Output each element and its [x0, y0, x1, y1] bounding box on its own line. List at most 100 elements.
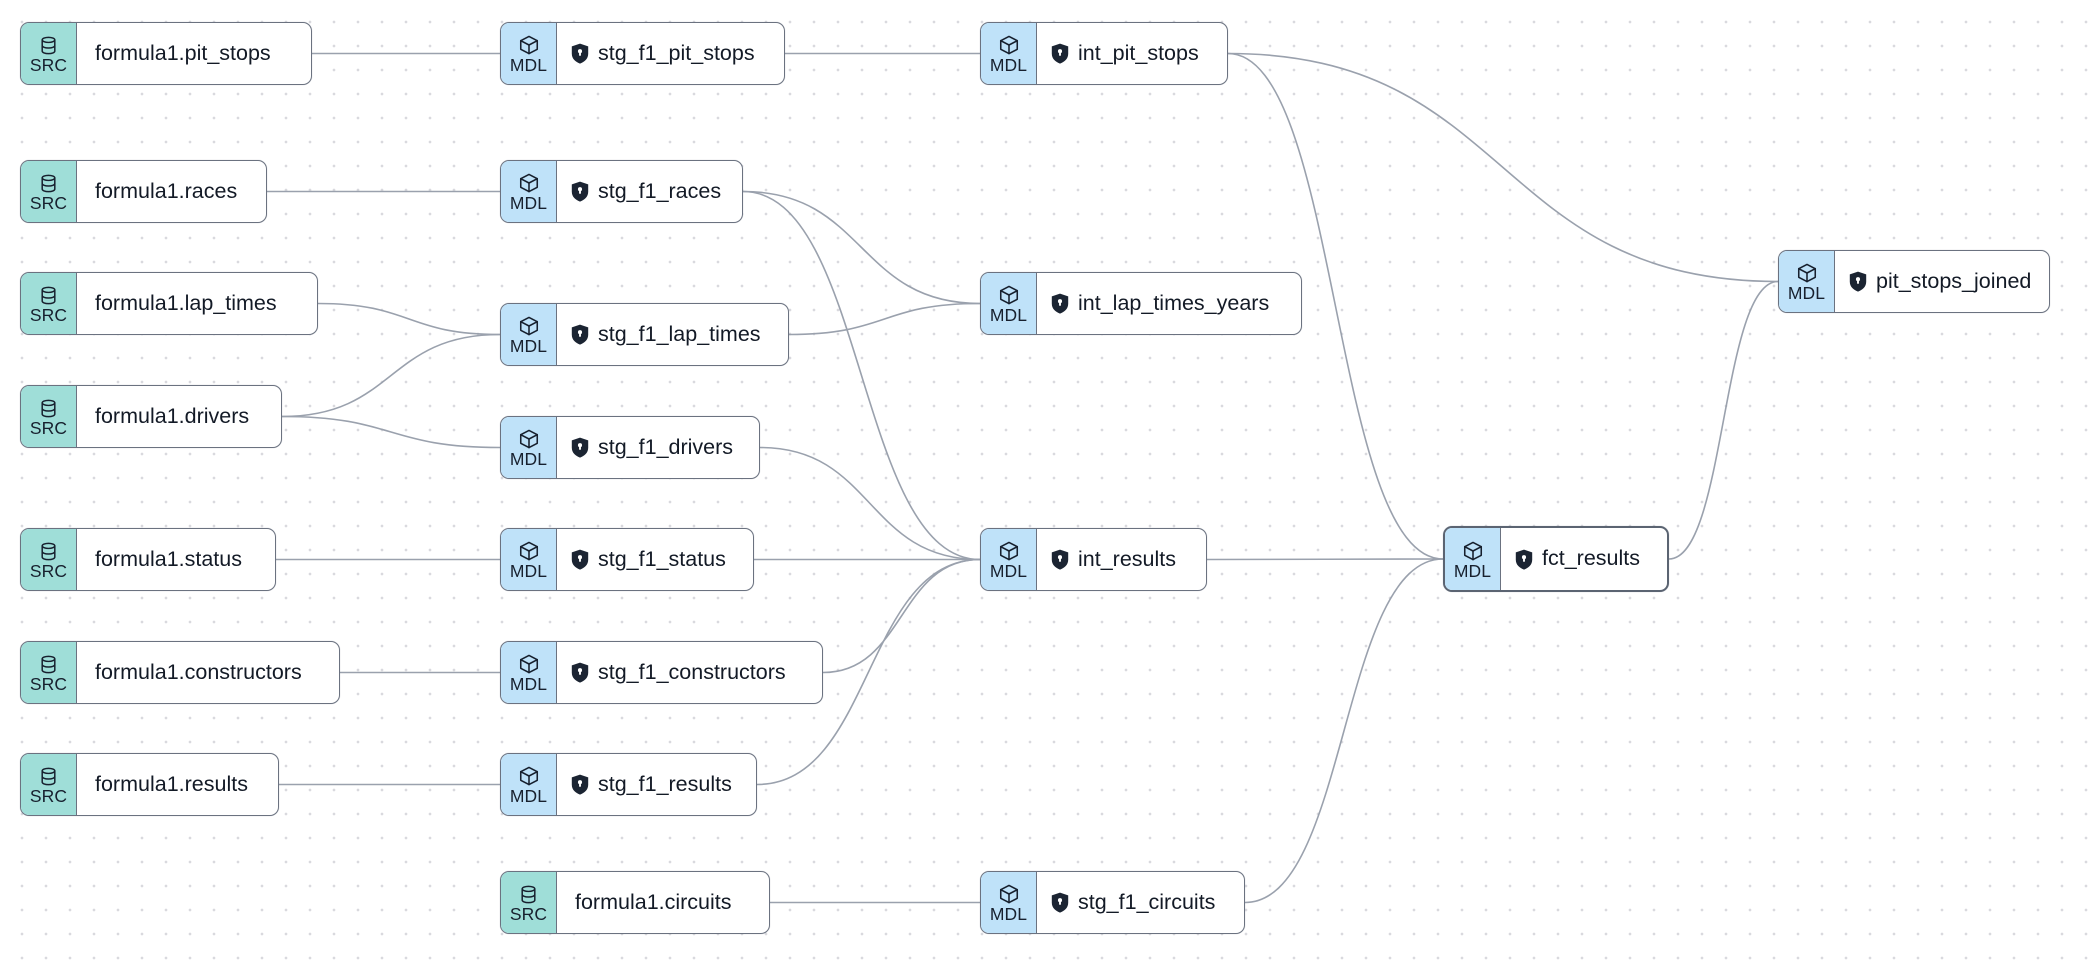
cube-icon: [519, 429, 538, 449]
node-body: stg_f1_drivers: [557, 417, 759, 478]
badge-label: SRC: [509, 903, 548, 924]
node-body: fct_results: [1501, 528, 1667, 590]
shield-lock-icon: [571, 662, 589, 683]
node-body: formula1.pit_stops: [77, 23, 311, 84]
cube-icon: [519, 654, 538, 674]
graph-node-stg_pit_stops[interactable]: MDL stg_f1_pit_stops: [500, 22, 785, 85]
model-badge: MDL: [501, 417, 557, 478]
node-body: int_lap_times_years: [1037, 273, 1301, 334]
node-body: formula1.races: [77, 161, 266, 222]
graph-node-src_status[interactable]: SRC formula1.status: [20, 528, 276, 591]
graph-node-src_circuits[interactable]: SRC formula1.circuits: [500, 871, 770, 934]
node-body: formula1.results: [77, 754, 278, 815]
node-label: stg_f1_races: [598, 178, 722, 203]
model-badge: MDL: [981, 23, 1037, 84]
database-cylinder-icon: [521, 885, 536, 904]
node-label: int_results: [1078, 546, 1176, 571]
node-label: int_pit_stops: [1078, 40, 1199, 65]
graph-node-src_constructors[interactable]: SRC formula1.constructors: [20, 641, 340, 704]
model-badge: MDL: [981, 529, 1037, 590]
node-label: formula1.constructors: [95, 659, 302, 684]
graph-edge-src_drivers-to-stg_drivers: [281, 415, 501, 449]
node-label: stg_f1_constructors: [598, 659, 786, 684]
badge-label: MDL: [509, 336, 548, 357]
cube-icon: [519, 173, 538, 193]
model-badge: MDL: [501, 529, 557, 590]
source-badge: SRC: [21, 529, 77, 590]
node-body: stg_f1_status: [557, 529, 753, 590]
shield-lock-icon: [1051, 892, 1069, 913]
node-body: stg_f1_lap_times: [557, 304, 788, 365]
graph-node-stg_results[interactable]: MDL stg_f1_results: [500, 753, 757, 816]
database-cylinder-icon: [41, 655, 56, 674]
node-body: stg_f1_results: [557, 754, 756, 815]
badge-label: MDL: [1787, 283, 1826, 304]
model-badge: MDL: [501, 304, 557, 365]
node-label: formula1.circuits: [575, 889, 732, 914]
model-badge: MDL: [501, 754, 557, 815]
graph-node-stg_circuits[interactable]: MDL stg_f1_circuits: [980, 871, 1245, 934]
model-badge: MDL: [1445, 528, 1501, 590]
node-label: formula1.races: [95, 178, 238, 203]
model-badge: MDL: [501, 23, 557, 84]
shield-lock-icon: [1051, 293, 1069, 314]
node-label: stg_f1_lap_times: [598, 321, 761, 346]
graph-node-src_drivers[interactable]: SRC formula1.drivers: [20, 385, 282, 448]
shield-lock-icon: [1051, 549, 1069, 570]
source-badge: SRC: [21, 386, 77, 447]
badge-label: SRC: [29, 785, 68, 806]
source-badge: SRC: [21, 642, 77, 703]
graph-edge-stg_races-to-int_results: [742, 190, 981, 561]
graph-edge-int_pit_stops-to-pit_stops_joined: [1227, 52, 1779, 283]
graph-edge-stg_lap_times-to-int_lap_times_years: [788, 302, 981, 336]
node-label: formula1.status: [95, 546, 242, 571]
node-body: formula1.circuits: [557, 872, 769, 933]
graph-node-int_pit_stops[interactable]: MDL int_pit_stops: [980, 22, 1228, 85]
graph-edge-src_drivers-to-stg_lap_times: [281, 333, 501, 418]
graph-edge-stg_drivers-to-int_results: [759, 446, 981, 561]
database-cylinder-icon: [41, 36, 56, 55]
source-badge: SRC: [21, 23, 77, 84]
node-body: stg_f1_pit_stops: [557, 23, 784, 84]
graph-node-src_results[interactable]: SRC formula1.results: [20, 753, 279, 816]
model-badge: MDL: [501, 642, 557, 703]
node-body: int_pit_stops: [1037, 23, 1227, 84]
graph-node-int_lap_times_years[interactable]: MDL int_lap_times_years: [980, 272, 1302, 335]
shield-lock-icon: [571, 549, 589, 570]
badge-label: MDL: [509, 55, 548, 76]
node-label: formula1.drivers: [95, 403, 250, 428]
graph-node-stg_lap_times[interactable]: MDL stg_f1_lap_times: [500, 303, 789, 366]
source-badge: SRC: [21, 273, 77, 334]
badge-label: MDL: [989, 904, 1028, 925]
badge-label: SRC: [29, 673, 68, 694]
graph-edge-stg_circuits-to-fct_results: [1244, 558, 1444, 904]
node-body: int_results: [1037, 529, 1206, 590]
model-badge: MDL: [1779, 251, 1835, 312]
graph-node-stg_constructors[interactable]: MDL stg_f1_constructors: [500, 641, 823, 704]
database-cylinder-icon: [41, 767, 56, 786]
database-cylinder-icon: [41, 542, 56, 561]
node-label: stg_f1_pit_stops: [598, 40, 755, 65]
node-body: formula1.lap_times: [77, 273, 317, 334]
database-cylinder-icon: [41, 286, 56, 305]
node-label: formula1.results: [95, 771, 248, 796]
shield-lock-icon: [571, 43, 589, 64]
graph-node-int_results[interactable]: MDL int_results: [980, 528, 1207, 591]
badge-label: SRC: [29, 417, 68, 438]
badge-label: MDL: [989, 305, 1028, 326]
database-cylinder-icon: [41, 174, 56, 193]
node-body: stg_f1_circuits: [1037, 872, 1244, 933]
badge-label: MDL: [509, 786, 548, 807]
source-badge: SRC: [501, 872, 557, 933]
graph-edge-src_lap_times-to-stg_lap_times: [317, 302, 501, 336]
